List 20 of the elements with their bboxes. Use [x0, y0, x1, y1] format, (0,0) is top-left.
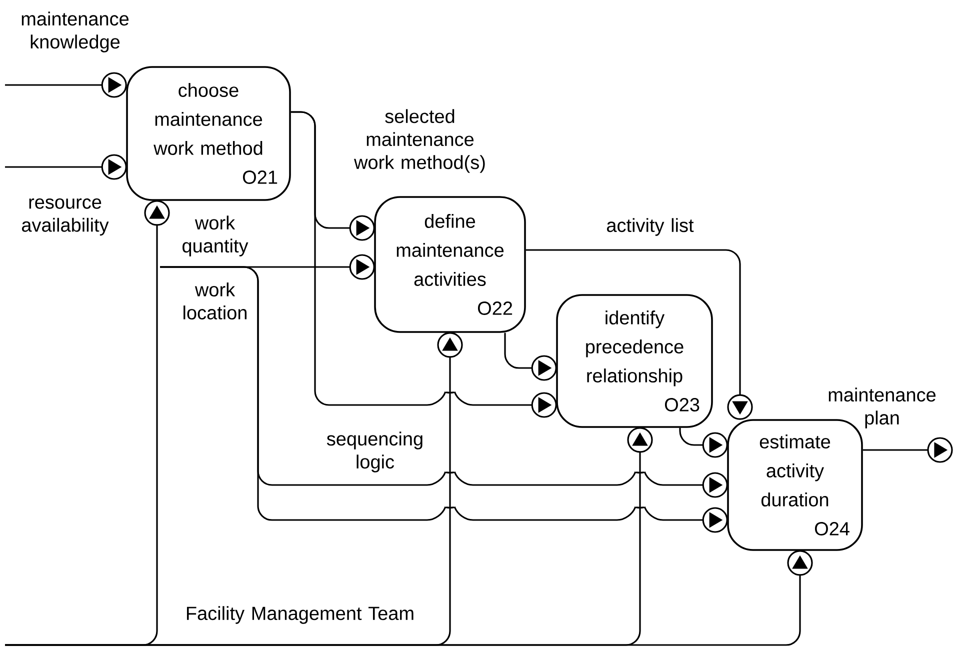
- arrow: [290, 111, 557, 418]
- arrow: [862, 437, 953, 463]
- edge-label: Facility Management Team: [187, 606, 414, 624]
- arrow: [679, 428, 728, 458]
- process-box: identify precedence relationship O23: [556, 294, 713, 428]
- edge-label: work quantity: [182, 216, 248, 256]
- process-box: estimate activity duration O24: [727, 419, 863, 551]
- edge-label: activity list: [607, 218, 694, 236]
- edge-label: work location: [184, 282, 246, 320]
- edge-label: resource availability: [22, 198, 109, 236]
- edge-label: selected maintenance work method(s): [354, 109, 485, 173]
- arrow: [5, 72, 127, 98]
- edge-label: maintenance knowledge: [22, 12, 129, 52]
- arrow: [5, 550, 813, 646]
- arrow: [5, 154, 127, 180]
- process-box: define maintenance activities O22: [374, 196, 526, 333]
- arrow: [526, 249, 753, 420]
- process-box: choose maintenance work method O21: [126, 66, 291, 201]
- edge-label: sequencing logic: [326, 432, 422, 472]
- arrow: [504, 332, 557, 381]
